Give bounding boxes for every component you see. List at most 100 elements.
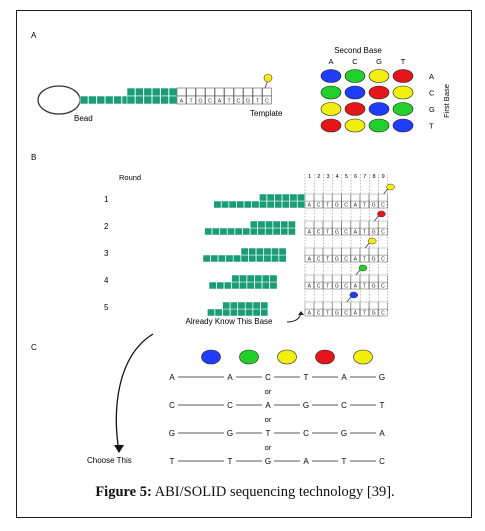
probe-square bbox=[304, 193, 314, 202]
strand-square bbox=[266, 200, 275, 209]
primer-square bbox=[231, 274, 240, 283]
template-top-square bbox=[176, 87, 187, 97]
probe-dot bbox=[367, 237, 377, 245]
probe-square bbox=[314, 220, 324, 229]
position-label: 5 bbox=[345, 174, 348, 180]
position-label: 6 bbox=[354, 174, 357, 180]
probe-dot bbox=[263, 73, 273, 83]
probe-square bbox=[360, 301, 370, 310]
sequence-base: C bbox=[344, 284, 348, 290]
primer-square bbox=[239, 274, 247, 283]
matrix-col-base: G bbox=[376, 57, 382, 66]
caption-text: ABI/SOLID sequencing technology [39]. bbox=[151, 484, 395, 500]
sequence-base: G bbox=[372, 203, 376, 209]
color-dot bbox=[277, 349, 297, 365]
probe-square bbox=[369, 220, 379, 229]
bead-label: Bead bbox=[74, 114, 93, 123]
probe-square bbox=[332, 220, 342, 229]
adapter-square bbox=[104, 95, 114, 105]
probe-square bbox=[323, 247, 333, 256]
sequence-base: A bbox=[354, 311, 358, 317]
matrix-dot bbox=[320, 69, 342, 83]
probe-square bbox=[341, 220, 351, 229]
probe-square bbox=[314, 301, 324, 310]
probe-square bbox=[360, 220, 370, 229]
probe-square bbox=[341, 301, 351, 310]
template-base-label: C bbox=[237, 99, 241, 105]
probe-square bbox=[350, 247, 360, 256]
sequence-base: C bbox=[317, 230, 321, 236]
color-dot bbox=[239, 349, 259, 365]
matrix-dot bbox=[368, 69, 390, 83]
adapter-square bbox=[88, 95, 97, 105]
template-square bbox=[205, 95, 215, 105]
sequence-base: G bbox=[335, 284, 339, 290]
primer-square bbox=[260, 301, 269, 310]
round-label: 2 bbox=[104, 222, 109, 231]
strand-square bbox=[261, 281, 270, 290]
probe-square bbox=[350, 274, 360, 283]
sequence-base: C bbox=[317, 311, 321, 317]
strand-square bbox=[229, 308, 238, 317]
primer-square bbox=[255, 247, 264, 256]
probe-square bbox=[360, 193, 370, 202]
sequence-base: A bbox=[354, 203, 358, 209]
caption-label: Figure 5: bbox=[95, 484, 152, 500]
strand-square bbox=[211, 227, 220, 236]
seq-base: C bbox=[265, 373, 271, 382]
probe-connector bbox=[364, 242, 370, 249]
matrix-row-base: A bbox=[429, 72, 434, 81]
matrix-col-base: T bbox=[401, 57, 406, 66]
strand-square bbox=[242, 227, 251, 236]
probe-dot bbox=[358, 264, 368, 272]
color-dot bbox=[353, 349, 373, 365]
primer-square bbox=[278, 247, 287, 256]
probe-dot bbox=[377, 210, 386, 218]
probe-square bbox=[378, 247, 388, 256]
strand-square bbox=[240, 254, 249, 263]
sequence-base: A bbox=[308, 203, 312, 209]
panel-label-c: C bbox=[31, 343, 37, 352]
probe-dot bbox=[386, 183, 395, 191]
primer-square bbox=[229, 301, 238, 310]
probe-square bbox=[304, 247, 314, 256]
probe-square bbox=[314, 247, 324, 256]
sequence-base: C bbox=[344, 230, 348, 236]
seq-base: T bbox=[380, 401, 385, 410]
strand-square bbox=[246, 281, 255, 290]
strand-square bbox=[214, 308, 223, 317]
primer-square bbox=[135, 95, 144, 105]
sequence-base: T bbox=[326, 230, 329, 236]
probe-square bbox=[350, 301, 360, 310]
strand-square bbox=[278, 254, 287, 263]
strand-square bbox=[252, 308, 261, 317]
primer-square bbox=[269, 274, 278, 283]
sequence-base: T bbox=[326, 311, 329, 317]
template-base-label: G bbox=[198, 99, 202, 105]
strand-square bbox=[271, 254, 279, 263]
matrix-dot bbox=[392, 102, 414, 116]
template-base-label: C bbox=[208, 99, 212, 105]
template-square bbox=[186, 95, 196, 105]
primer-square bbox=[252, 301, 261, 310]
sequence-base: T bbox=[363, 257, 366, 263]
template-top-square bbox=[205, 87, 215, 97]
strand-square bbox=[234, 227, 243, 236]
probe-square bbox=[378, 220, 388, 229]
strand-square bbox=[263, 254, 272, 263]
probe-connector bbox=[383, 188, 388, 195]
probe-square bbox=[350, 193, 360, 202]
probe-square bbox=[378, 193, 388, 202]
template-top-square bbox=[262, 87, 272, 97]
template-base-label: T bbox=[189, 99, 193, 105]
strand-square bbox=[221, 200, 229, 209]
strand-square bbox=[269, 281, 278, 290]
strand-square bbox=[243, 200, 252, 209]
position-label: 2 bbox=[317, 174, 320, 180]
probe-square bbox=[314, 193, 324, 202]
probe-square bbox=[369, 274, 379, 283]
primer-square bbox=[237, 301, 246, 310]
template-base-label: G bbox=[246, 99, 250, 105]
